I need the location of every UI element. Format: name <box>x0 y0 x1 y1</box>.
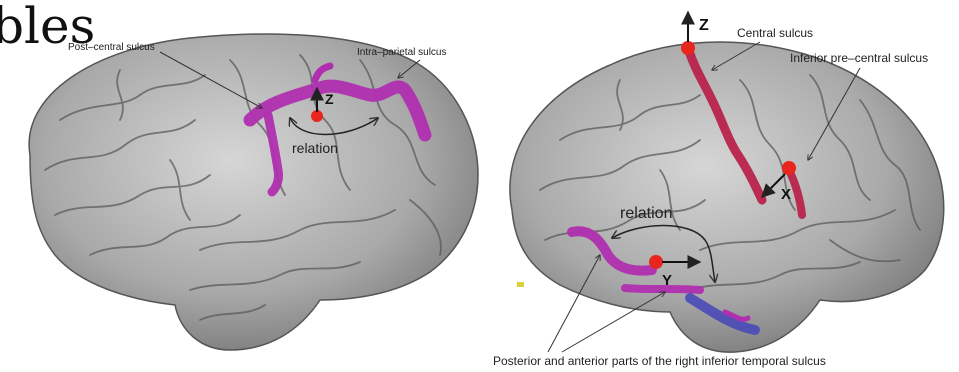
left-post-central-label: Post–central sulcus <box>68 42 155 53</box>
right-central-label: Central sulcus <box>737 26 813 40</box>
right-axis-y-label: Y <box>662 272 672 289</box>
right-brain-cortex <box>510 42 944 352</box>
right-axis-z-label: Z <box>699 17 709 34</box>
left-brain: Z relation Post–central sulcus Intra–par… <box>29 34 478 350</box>
right-x-marker <box>782 161 796 175</box>
left-intra-parietal-label: Intra–parietal sulcus <box>357 47 447 58</box>
right-axis-x-label: X <box>781 186 791 203</box>
right-relation-label: relation <box>620 205 672 222</box>
right-y-marker <box>649 255 663 269</box>
right-inferior-precentral-label: Inferior pre–central sulcus <box>790 51 928 65</box>
right-brain: Z X Y relation Central sulcus Inferior p… <box>493 12 944 368</box>
right-caption: Posterior and anterior parts of the righ… <box>493 354 826 368</box>
right-z-marker <box>681 41 695 55</box>
left-axis-z-label: Z <box>325 91 334 107</box>
left-brain-cortex <box>29 34 478 350</box>
right-yellow-fleck <box>517 282 524 287</box>
left-relation-label: relation <box>292 140 338 156</box>
